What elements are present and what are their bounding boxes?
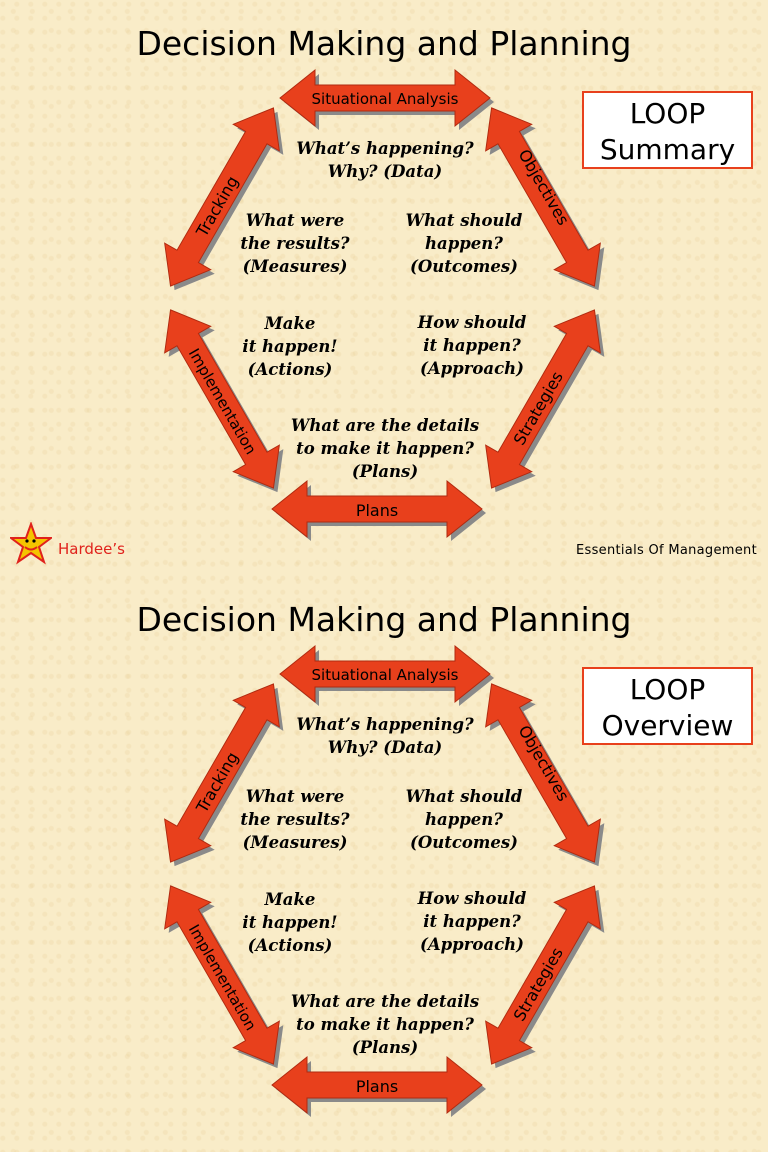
- question-plans: What are the details to make it happen? …: [290, 992, 480, 1057]
- question-plans: What are the details to make it happen? …: [290, 416, 480, 481]
- loop-summary-box: LOOP Summary: [582, 91, 753, 169]
- question-approach: How should it happen? (Approach): [417, 313, 527, 378]
- plans-label: Plans: [356, 1077, 398, 1096]
- loop-box-line2: Overview: [601, 709, 734, 742]
- hardees-star-icon: [10, 522, 52, 565]
- question-measures: What were the results? (Measures): [240, 211, 350, 276]
- loop-overview-box: LOOP Overview: [582, 667, 753, 745]
- question-actions: Make it happen! (Actions): [242, 890, 338, 955]
- question-data: What’s happening? Why? (Data): [296, 139, 474, 181]
- situational-analysis-label: Situational Analysis: [312, 666, 459, 684]
- question-actions: Make it happen! (Actions): [242, 314, 338, 379]
- slide-title: Decision Making and Planning: [136, 600, 632, 639]
- loop-box-line2: Summary: [599, 133, 736, 166]
- brand-name: Hardee’s: [58, 540, 125, 558]
- situational-analysis-arrow: Situational Analysis: [279, 645, 494, 706]
- loop-box-line1: LOOP: [629, 97, 706, 130]
- question-outcomes: What should happen? (Outcomes): [405, 211, 523, 276]
- plans-arrow: Plans: [271, 480, 486, 541]
- loop-box-line1: LOOP: [629, 673, 706, 706]
- footer-text: Essentials Of Management: [576, 543, 757, 558]
- question-data: What’s happening? Why? (Data): [296, 715, 474, 757]
- plans-label: Plans: [356, 501, 398, 520]
- loop-diagram: Situational Analysis Objectives Strategi…: [147, 69, 622, 541]
- question-approach: How should it happen? (Approach): [417, 889, 527, 954]
- situational-analysis-arrow: Situational Analysis: [279, 69, 494, 130]
- slide-1: Decision Making and Planning Situational…: [10, 24, 757, 565]
- slide-title: Decision Making and Planning: [136, 24, 632, 63]
- situational-analysis-label: Situational Analysis: [312, 90, 459, 108]
- question-outcomes: What should happen? (Outcomes): [405, 787, 523, 852]
- slide-2: Decision Making and Planning Situational…: [0, 576, 768, 1152]
- plans-arrow: Plans: [271, 1056, 486, 1117]
- loop-diagram: Situational Analysis Objectives Strategi…: [147, 645, 622, 1117]
- question-measures: What were the results? (Measures): [240, 787, 350, 852]
